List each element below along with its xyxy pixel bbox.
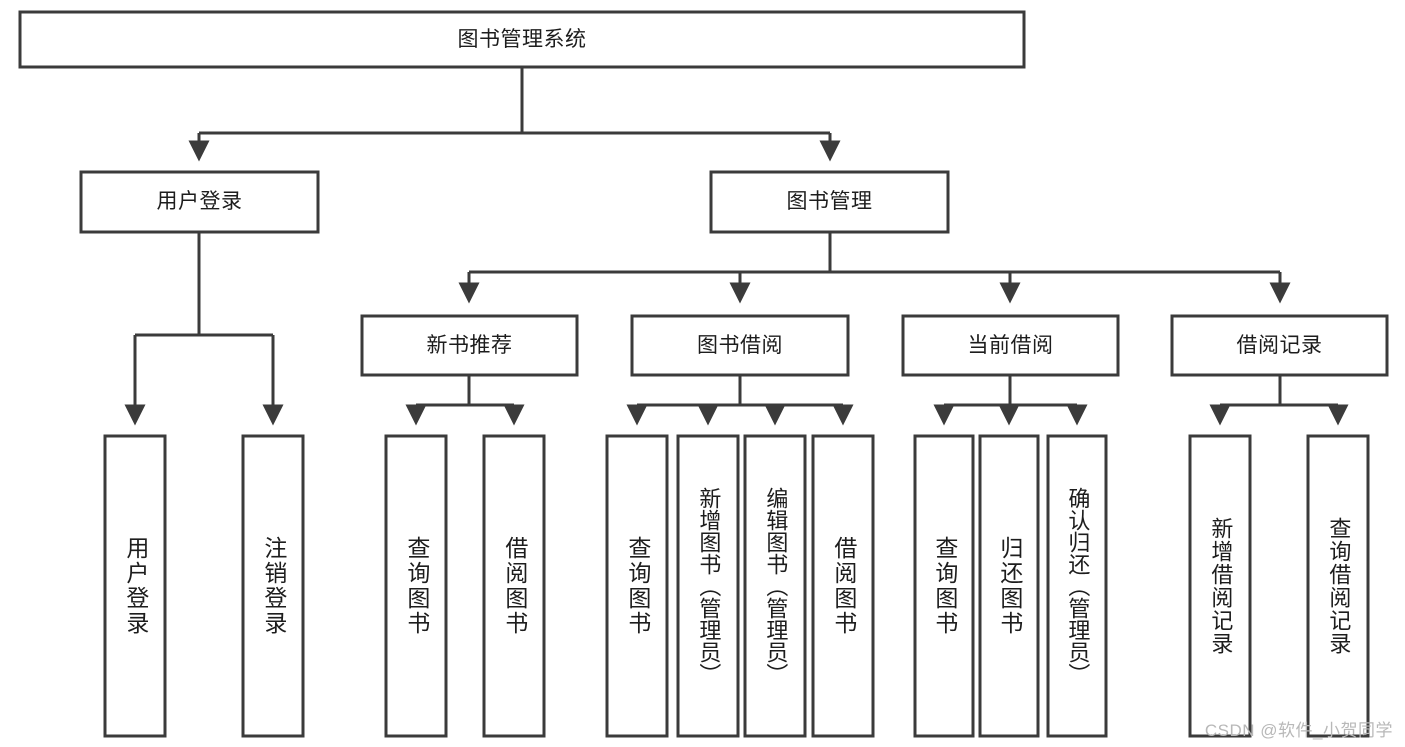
node-box-leaf-borrow-book-1[interactable] (482, 434, 546, 738)
node-box-leaf-add-book[interactable] (676, 434, 740, 738)
connector-book-management-to-level3 (458, 232, 1291, 304)
connector-borrow-records-to-leaves (1209, 375, 1349, 426)
connector-user-login-to-leaves (124, 232, 284, 426)
connector-new-book-recommend-to-leaves (405, 375, 525, 426)
node-box-new-book-recommend[interactable] (360, 314, 579, 377)
node-box-borrow-records[interactable] (1170, 314, 1389, 377)
connector-current-borrow-to-leaves (933, 375, 1088, 426)
node-box-leaf-query-book-3[interactable] (913, 434, 975, 738)
node-box-leaf-add-record[interactable] (1188, 434, 1252, 738)
node-box-leaf-query-record[interactable] (1306, 434, 1370, 738)
node-box-book-management[interactable] (709, 170, 950, 234)
node-box-leaf-user-login[interactable] (103, 434, 167, 738)
connector-root-to-level2 (188, 67, 841, 162)
node-box-leaf-query-book-1[interactable] (384, 434, 448, 738)
node-box-leaf-confirm-return[interactable] (1046, 434, 1108, 738)
node-box-book-borrow[interactable] (630, 314, 850, 377)
node-box-leaf-borrow-book-2[interactable] (811, 434, 875, 738)
node-box-user-login[interactable] (79, 170, 320, 234)
node-box-current-borrow[interactable] (901, 314, 1120, 377)
node-box-leaf-return-book[interactable] (978, 434, 1040, 738)
node-box-leaf-logout[interactable] (241, 434, 305, 738)
watermark-text: CSDN @软件_小贺同学 (1204, 721, 1393, 740)
node-box-root[interactable] (18, 10, 1026, 69)
node-box-leaf-edit-book[interactable] (743, 434, 807, 738)
connector-book-borrow-to-leaves (626, 375, 854, 426)
node-box-leaf-query-book-2[interactable] (605, 434, 669, 738)
